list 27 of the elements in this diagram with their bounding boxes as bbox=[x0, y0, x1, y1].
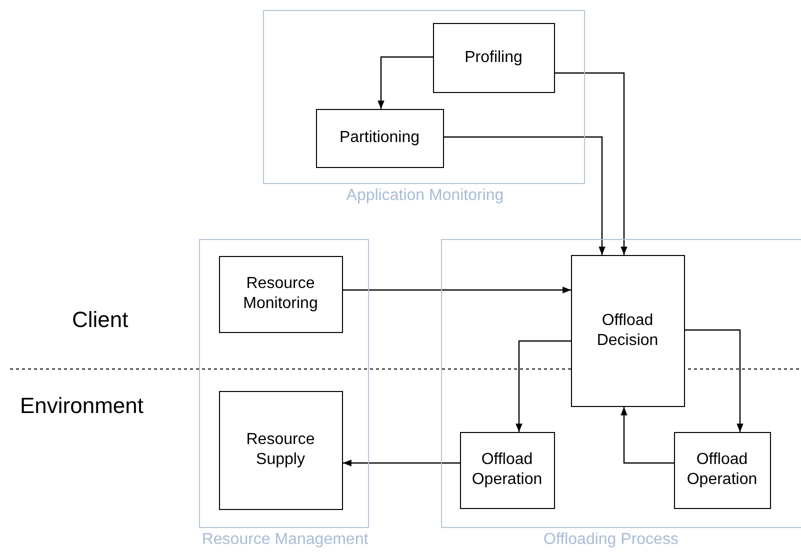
process-box bbox=[218, 390, 342, 510]
process-box bbox=[570, 254, 684, 406]
arrow bbox=[516, 340, 571, 432]
zone-label: Environment bbox=[20, 393, 144, 419]
box-label: Offload Decision bbox=[596, 310, 660, 350]
box-label: Resource Supply bbox=[245, 430, 316, 470]
box-label: Resource Monitoring bbox=[242, 274, 319, 314]
group-label: Offloading Process bbox=[542, 531, 680, 549]
arrow bbox=[685, 329, 744, 432]
box-label: Partitioning bbox=[339, 128, 420, 148]
process-box bbox=[432, 22, 554, 92]
arrow bbox=[555, 72, 628, 255]
arrow bbox=[620, 407, 674, 464]
group-label: Application Monitoring bbox=[345, 187, 505, 205]
group-label: Resource Management bbox=[200, 531, 370, 549]
box-label: Offload Operation bbox=[686, 450, 758, 490]
arrow bbox=[343, 286, 571, 294]
process-box bbox=[460, 432, 554, 508]
box-label: Profiling bbox=[464, 48, 522, 68]
process-box bbox=[316, 108, 444, 168]
process-box bbox=[674, 432, 770, 508]
arrow bbox=[444, 136, 606, 255]
box-label: Offload Operation bbox=[470, 450, 544, 490]
arrow bbox=[378, 56, 433, 109]
zone-label: Client bbox=[72, 307, 128, 333]
process-box bbox=[218, 256, 342, 332]
arrow bbox=[343, 460, 460, 466]
